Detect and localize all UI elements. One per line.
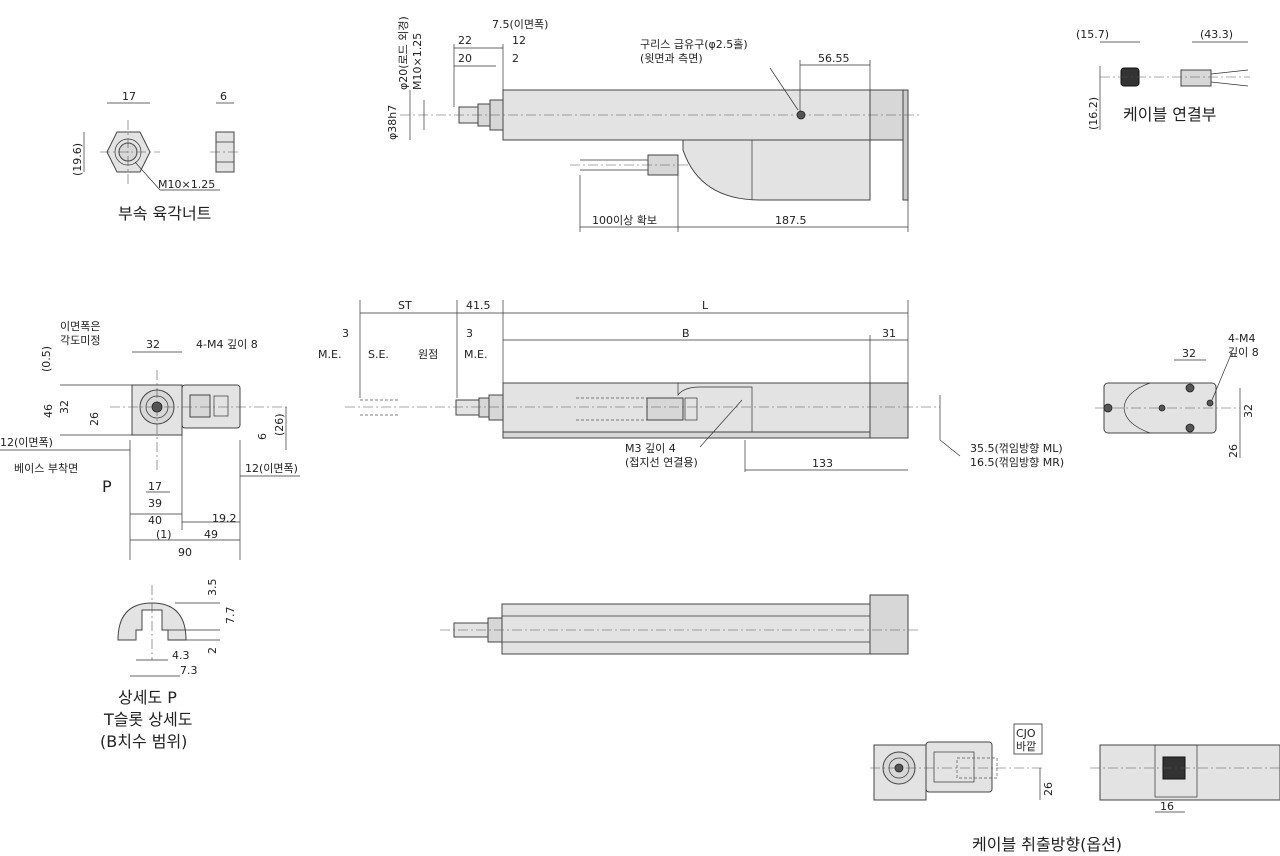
end-base-label: 베이스 부착면: [14, 462, 78, 475]
top-cable-housing: [682, 139, 871, 201]
nut-dim-m10: M10×1.25: [158, 178, 215, 191]
front-m3-2: (접지선 연결용): [625, 456, 698, 469]
option-caption: 케이블 취출방향(옵션): [972, 835, 1122, 854]
conn-caption: 케이블 연결부: [1123, 105, 1216, 124]
front-mr: 16.5(꺾임방향 MR): [970, 456, 1064, 469]
end-dim-12a: 12(이면폭): [0, 436, 53, 449]
tslot-profile: [117, 602, 187, 641]
end-dim-49: 49: [204, 528, 218, 541]
front-dim-133: 133: [812, 457, 833, 470]
right-view: 4-M4 깊이 8 32 32 26: [1095, 332, 1259, 458]
front-cable-cover: [677, 383, 753, 432]
front-me-1: M.E.: [318, 348, 341, 361]
front-me-2: M.E.: [464, 348, 487, 361]
end-dim-39: 39: [148, 497, 162, 510]
end-dim-1: (1): [156, 528, 172, 541]
option-cjo-box: [1013, 723, 1043, 755]
end-dim-19-2: 19.2: [212, 512, 237, 525]
end-dim-40: 40: [148, 514, 162, 527]
front-dim-b: B: [682, 327, 690, 340]
dim-2: 2: [512, 52, 519, 65]
right-dim-26: 26: [1227, 444, 1240, 458]
front-m3: M3 깊이 4: [625, 442, 676, 455]
tslot-caption-2: T슬롯 상세도: [103, 710, 192, 729]
top-end-plate: [902, 89, 909, 201]
option-cjo-2: 바깥: [1016, 740, 1036, 753]
right-dim-m4: 4-M4: [1228, 332, 1255, 345]
end-face-label: 이면폭은: [60, 320, 100, 333]
dim-22: 22: [458, 34, 472, 47]
end-dim-17: 17: [148, 480, 162, 493]
option-cjo: CJO: [1016, 727, 1036, 740]
dim-m10: M10×1.25: [411, 33, 424, 90]
hex-nut-view: 17 6 (19.6) M10×1.25 부속 육각너트: [71, 90, 240, 223]
end-dim-46: 46: [42, 404, 55, 418]
dim-20: 20: [458, 52, 472, 65]
end-dim-32: 32: [146, 338, 160, 351]
option-connector-box: [925, 741, 993, 793]
top-view: φ20(로드 외경) M10×1.25 7.5(이면폭) 22 20 12 2 …: [386, 16, 920, 232]
front-body: [502, 382, 909, 439]
end-dim-m4: 4-M4 깊이 8: [196, 338, 258, 351]
right-dim-m4-2: 깊이 8: [1228, 346, 1259, 359]
tslot-view: 3.5 7.7 2 4.3 7.3 상세도 P T슬롯 상세도 (B치수 범위): [100, 579, 237, 752]
dim-phi20: φ20(로드 외경): [397, 16, 410, 90]
front-origin: 원점: [418, 348, 438, 361]
tslot-caption-3: (B치수 범위): [100, 732, 187, 751]
end-dim-26p: (26): [273, 413, 286, 436]
dim-7-5: 7.5(이면폭): [492, 18, 548, 31]
end-dim-90: 90: [178, 546, 192, 559]
front-dim-st: ST: [398, 299, 412, 312]
option-dim-26: 26: [1042, 782, 1055, 796]
front-dim-41-5: 41.5: [466, 299, 491, 312]
front-dim-3a: 3: [342, 327, 349, 340]
front-se: S.E.: [368, 348, 389, 361]
end-p-label: P: [102, 477, 112, 496]
option-view: CJO 바깥 26 16 케이블 취출방향(옵션): [870, 723, 1280, 854]
grease-label-2: (윗면과 측면): [640, 52, 703, 65]
grease-label: 구리스 급유구(φ2.5홀): [640, 38, 748, 51]
bottom-body: [501, 603, 871, 655]
option-dim-16: 16: [1160, 800, 1174, 813]
end-dim-32v: 32: [58, 400, 71, 414]
dim-187-5: 187.5: [775, 214, 807, 227]
tslot-dim-4-3: 4.3: [172, 649, 190, 662]
dim-56-55: 56.55: [818, 52, 850, 65]
nut-dim-17: 17: [122, 90, 136, 103]
front-dim-3b: 3: [466, 327, 473, 340]
conn-dim-43-3: (43.3): [1200, 28, 1233, 41]
dim-phi38: φ38h7: [386, 105, 399, 140]
end-dim-0-5: (0.5): [40, 346, 53, 372]
option-side-body: [1099, 744, 1280, 801]
front-view: ST 41.5 L 3 3 B 31 M.E. S.E. 원점 M.E. M3 …: [318, 299, 1064, 472]
tslot-dim-7-3: 7.3: [180, 664, 198, 677]
right-dim-32: 32: [1182, 347, 1196, 360]
front-ml: 35.5(꺾임방향 ML): [970, 442, 1063, 455]
nut-dim-19-6: (19.6): [71, 143, 84, 176]
tslot-dim-2: 2: [206, 647, 219, 654]
front-dim-31: 31: [882, 327, 896, 340]
end-dim-26: 26: [88, 412, 101, 426]
conn-dim-15-7: (15.7): [1076, 28, 1109, 41]
bottom-view: [440, 594, 920, 655]
dim-100: 100이상 확보: [592, 214, 657, 227]
tslot-caption-1: 상세도 P: [118, 688, 177, 707]
cable-connection-view: (15.7) (43.3) (16.2) 케이블 연결부: [1076, 28, 1250, 130]
dim-12: 12: [512, 34, 526, 47]
nut-dim-6: 6: [220, 90, 227, 103]
end-dim-12b: 12(이면폭): [245, 462, 298, 475]
bottom-end-cap: [869, 594, 909, 655]
nut-caption: 부속 육각너트: [118, 204, 211, 223]
end-face-label-2: 각도미정: [60, 334, 100, 347]
end-dim-6: 6: [256, 433, 269, 440]
right-dim-32v: 32: [1242, 404, 1255, 418]
tslot-dim-7-7: 7.7: [224, 607, 237, 625]
conn-dim-16-2: (16.2): [1087, 97, 1100, 130]
front-dim-l: L: [702, 299, 709, 312]
tslot-dim-3-5: 3.5: [206, 579, 219, 597]
end-view: 이면폭은 각도미정 32 4-M4 깊이 8 (0.5) 46 32 26 6 …: [0, 320, 300, 560]
